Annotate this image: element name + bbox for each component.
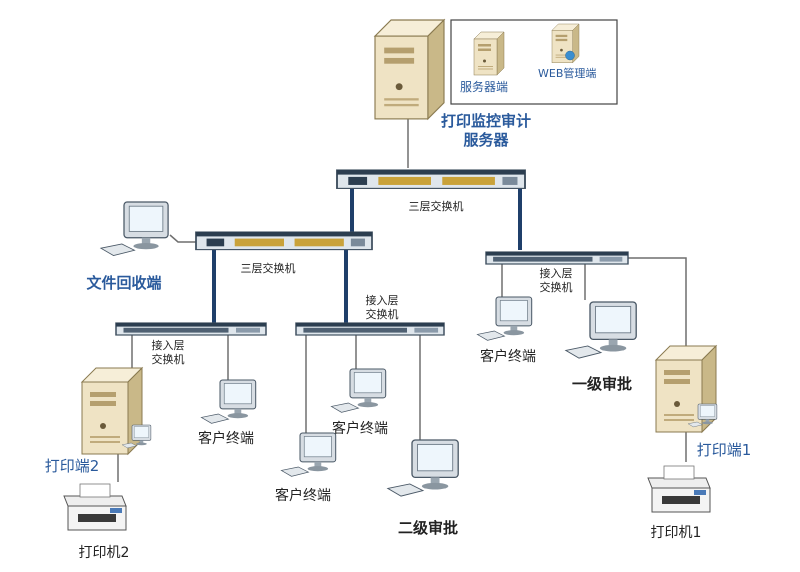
print-end-1-label: 打印端1 [697, 441, 752, 459]
level1-pc [565, 301, 637, 359]
connections [117, 118, 687, 482]
client-pc-mid-1 [330, 368, 387, 413]
legend-server-icon [473, 31, 505, 76]
access-mid-label-1: 接入层 [366, 294, 399, 307]
level2-pc [387, 439, 459, 497]
print-end-2-server [81, 367, 143, 455]
access-left-label-1: 接入层 [152, 339, 185, 352]
access-switch-mid [295, 322, 445, 336]
server-title-1: 打印监控审计 [441, 112, 531, 130]
client-label-2: 客户终端 [198, 430, 254, 447]
client-pc-right-1 [476, 296, 533, 341]
legend-server-label: 服务器端 [460, 79, 508, 94]
access-mid-label-2: 交换机 [366, 307, 399, 321]
level2-label: 二级审批 [398, 519, 458, 537]
client-pc-mid-2 [280, 432, 337, 477]
printer-1-label: 打印机1 [651, 524, 702, 541]
server-title-2: 服务器 [463, 131, 509, 149]
access-right-label-1: 接入层 [540, 267, 573, 280]
core-switch [336, 169, 526, 190]
core-switch-label: 三层交换机 [409, 199, 464, 213]
client-label-1: 客户终端 [480, 348, 536, 365]
mid-switch-label: 三层交换机 [241, 261, 296, 275]
access-switch-right [485, 251, 629, 265]
file-recycle-label: 文件回收端 [86, 274, 161, 292]
client-pc-left [200, 379, 257, 424]
access-right-label-2: 交换机 [540, 280, 573, 294]
client-label-4: 客户终端 [275, 487, 331, 504]
access-left-label-2: 交换机 [152, 352, 185, 366]
mid-switch [195, 231, 373, 251]
printer-2-label: 打印机2 [79, 544, 130, 561]
access-switch-left [115, 322, 267, 336]
printer-2 [63, 483, 127, 531]
print-end-2-label: 打印端2 [45, 457, 100, 475]
legend-box: 服务器端 WEB管理端 [450, 19, 618, 105]
level1-label: 一级审批 [572, 375, 632, 393]
client-label-3: 客户终端 [332, 420, 388, 437]
legend-web-label: WEB管理端 [538, 66, 596, 80]
printer-1 [647, 465, 711, 513]
file-recycle-pc [100, 201, 169, 257]
legend-web-icon [551, 23, 580, 63]
audit-server [374, 19, 445, 120]
